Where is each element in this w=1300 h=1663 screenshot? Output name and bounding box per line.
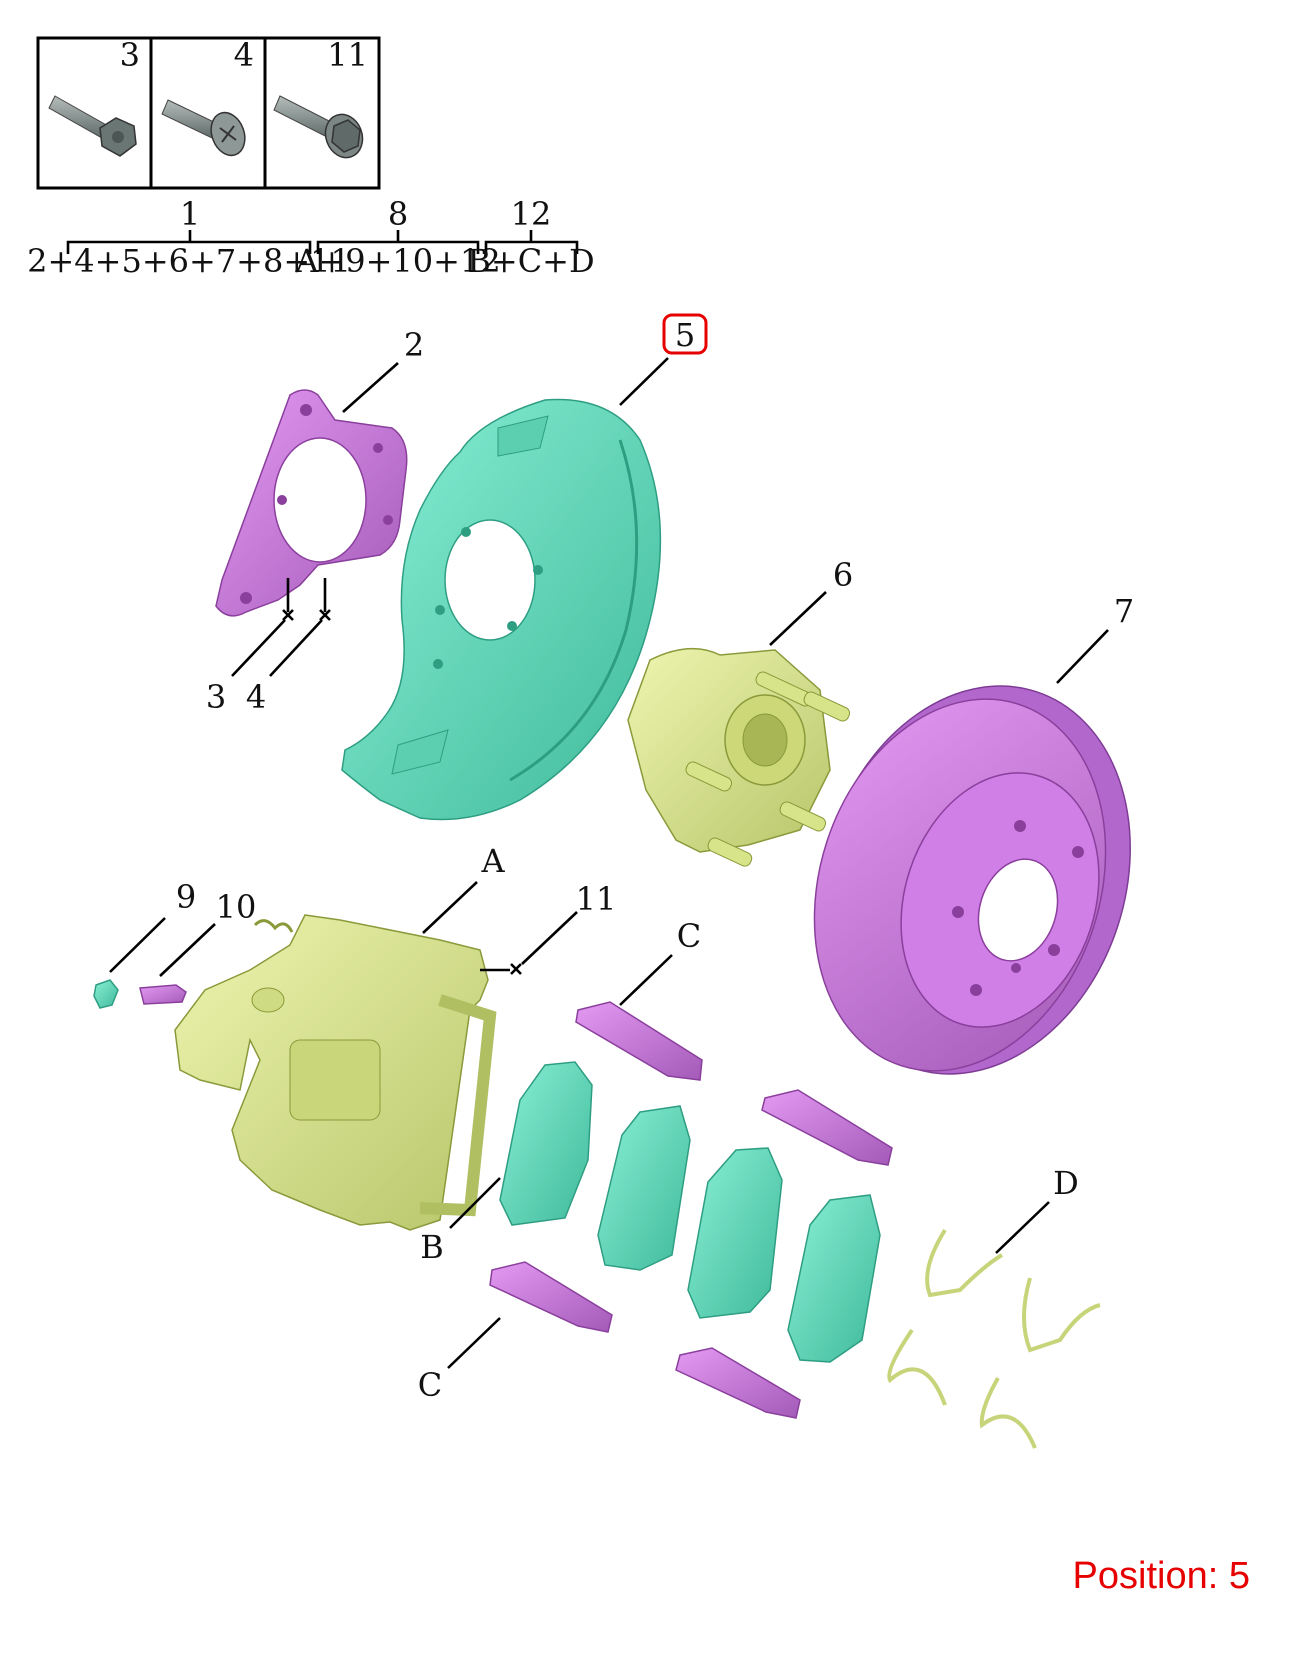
part-C-pad-shims[interactable] (489, 1001, 893, 1419)
callout-6[interactable]: 6 (833, 556, 853, 594)
highlight-box (662, 313, 708, 355)
callout-A[interactable]: A (480, 842, 505, 880)
countersunk-screw-icon (161, 99, 246, 157)
callout-labels: 2 5 3 4 6 7 A 9 10 11 C B C D (176, 313, 1134, 1404)
fastener-legend: 3 4 11 (36, 36, 381, 190)
part-5-dust-shield[interactable] (341, 398, 662, 821)
callout-7[interactable]: 7 (1114, 592, 1134, 630)
kit-contents-12: B+C+D (467, 242, 594, 280)
part-A-brake-caliper[interactable] (174, 914, 497, 1231)
callout-4[interactable]: 4 (246, 678, 266, 716)
part-7-brake-disc[interactable] (768, 645, 1179, 1114)
callout-11[interactable]: 11 (576, 880, 617, 918)
part-B-brake-pads[interactable] (499, 1061, 881, 1363)
callout-3[interactable]: 3 (206, 678, 226, 716)
callout-10[interactable]: 10 (216, 888, 257, 926)
callout-9[interactable]: 9 (176, 878, 196, 916)
callout-D[interactable]: D (1053, 1164, 1079, 1202)
flange-bolt-icon (273, 95, 364, 159)
callout-5[interactable]: 5 (675, 316, 695, 354)
callout-C-top[interactable]: C (677, 917, 701, 955)
kit-number-12: 12 (511, 195, 552, 233)
kit-contents-1: 2+4+5+6+7+8+11 (27, 242, 351, 280)
part-D-anti-rattle-springs[interactable] (887, 1228, 1101, 1449)
hex-bolt-icon (48, 95, 137, 157)
legend-number-11: 11 (327, 36, 368, 74)
part-6-wheel-hub[interactable] (627, 647, 852, 869)
part-9-bleeder-cap[interactable] (93, 979, 119, 1009)
kit-number-8: 8 (388, 195, 408, 233)
legend-number-3: 3 (120, 36, 140, 74)
callout-B[interactable]: B (420, 1228, 444, 1266)
leader-lines (109, 357, 1109, 1369)
attachment-markers (282, 609, 522, 975)
kit-number-1: 1 (180, 195, 200, 233)
part-2-caliper-carrier[interactable] (215, 389, 408, 617)
kit-contents-8: A+9+10+12 (294, 242, 500, 280)
position-indicator: Position: 5 (1072, 1555, 1250, 1597)
callout-2[interactable]: 2 (404, 326, 424, 364)
kit-groups: 1 2+4+5+6+7+8+11 8 A+9+10+12 12 B+C+D (27, 195, 595, 280)
part-10-bleeder-screw[interactable] (139, 984, 187, 1005)
legend-number-4: 4 (234, 36, 254, 74)
callout-C-bottom[interactable]: C (418, 1366, 442, 1404)
